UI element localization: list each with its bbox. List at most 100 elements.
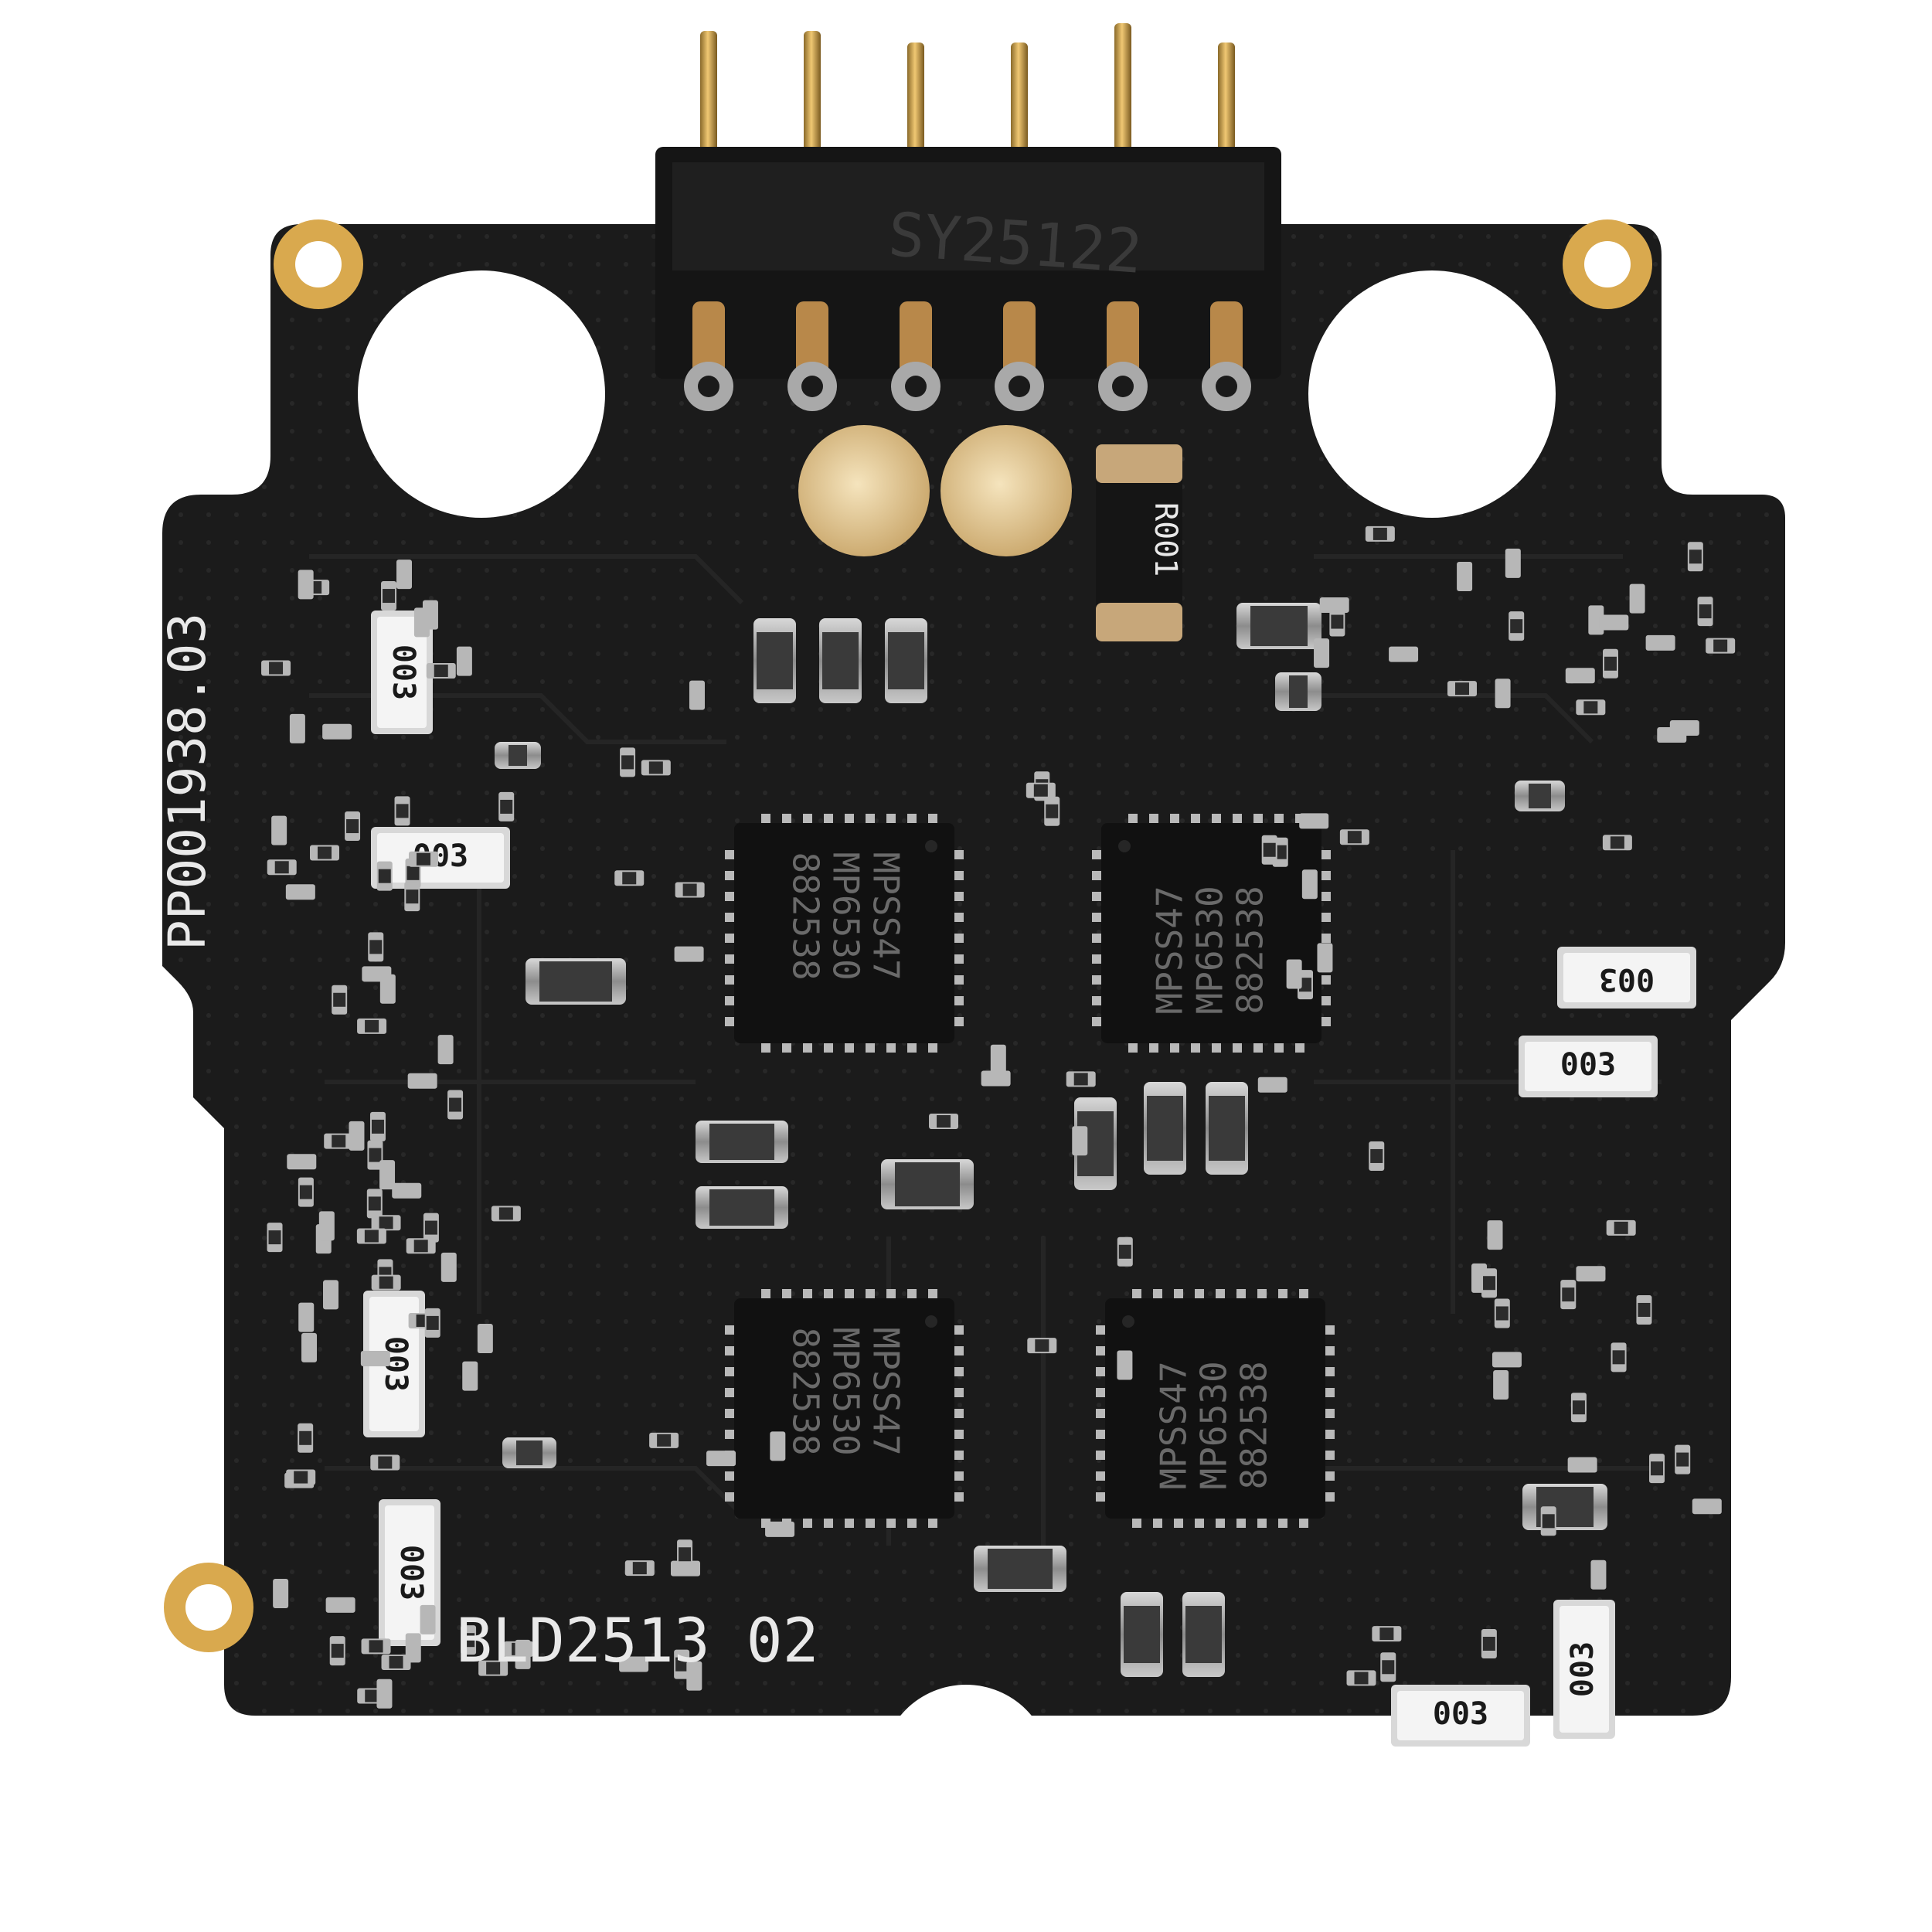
- smd-part: [273, 1578, 289, 1608]
- smd-part: [1560, 1280, 1577, 1310]
- smd-part: [990, 1044, 1006, 1074]
- ic-marking-line: 882538: [1233, 1361, 1275, 1489]
- smd-part: [345, 811, 361, 842]
- smd-part: [478, 1660, 509, 1676]
- capacitor: [696, 1186, 788, 1229]
- smd-part: [420, 1604, 436, 1634]
- smd-part: [392, 1182, 422, 1199]
- mounting-hole-bottom: [881, 1685, 1051, 1855]
- smd-part: [1314, 638, 1330, 668]
- smd-part: [1457, 561, 1473, 591]
- smd-part: [770, 1431, 786, 1461]
- smd-part: [1301, 869, 1318, 900]
- smd-part: [1602, 835, 1632, 851]
- smd-part: [285, 884, 315, 900]
- capacitor: [1144, 1082, 1186, 1175]
- smd-part: [706, 1451, 736, 1467]
- smd-part: [289, 713, 305, 743]
- smd-part: [1565, 668, 1595, 684]
- smd-part: [765, 1521, 795, 1537]
- smd-part: [1481, 1628, 1497, 1658]
- smd-part: [1567, 1457, 1597, 1473]
- ic-marking-line: 882538: [1230, 886, 1271, 1014]
- ic-marking-line: MPSS47: [1153, 1361, 1195, 1489]
- smd-part: [689, 680, 705, 710]
- shunt-resistor-marking: 003: [1565, 1641, 1600, 1697]
- test-pad-left: [798, 425, 930, 556]
- smd-part: [641, 760, 671, 776]
- smd-part: [1487, 1220, 1503, 1250]
- smd-part: [349, 1121, 365, 1151]
- capacitor: [753, 618, 796, 703]
- smd-part: [1346, 1670, 1376, 1686]
- smd-part: [381, 1654, 411, 1670]
- smd-part: [447, 1090, 464, 1120]
- shunt-resistor-marking: 003: [1433, 1696, 1488, 1732]
- capacitor: [1236, 603, 1321, 649]
- smd-part: [325, 1597, 355, 1613]
- smd-part: [1570, 1393, 1587, 1423]
- shunt-resistor-marking: 003: [393, 1545, 429, 1600]
- smd-part: [301, 1332, 318, 1362]
- smd-part: [1066, 1071, 1096, 1087]
- smd-part: [515, 1639, 531, 1669]
- part-number-label: PP001938.03: [158, 613, 217, 951]
- smd-part: [477, 1323, 493, 1353]
- smd-part: [1599, 614, 1629, 631]
- smd-part: [981, 1070, 1011, 1087]
- smd-part: [1675, 1444, 1691, 1475]
- ic-marking-line: 882538: [785, 852, 827, 981]
- smd-part: [287, 1154, 317, 1170]
- smd-part: [1299, 813, 1329, 829]
- smd-part: [461, 1625, 477, 1655]
- ic-marking-line: MPSS47: [866, 1328, 907, 1456]
- ic-marking-line: MP6530: [825, 1328, 867, 1456]
- smd-part: [406, 1238, 436, 1254]
- smd-part: [271, 815, 287, 845]
- smd-part: [332, 985, 348, 1015]
- smd-part: [1026, 782, 1056, 798]
- smd-part: [498, 791, 515, 821]
- smd-part: [376, 1679, 393, 1709]
- smd-part: [404, 882, 420, 912]
- smd-part: [1317, 943, 1333, 973]
- smd-part: [369, 1111, 386, 1141]
- shunt-resistor: 003: [1519, 1036, 1658, 1097]
- smd-part: [1117, 1236, 1133, 1267]
- ic-marking-line: MP6530: [825, 852, 867, 981]
- smd-part: [1044, 796, 1060, 826]
- smd-part: [318, 1211, 335, 1241]
- capacitor: [495, 742, 541, 769]
- smd-part: [322, 723, 352, 740]
- capacitor: [526, 958, 626, 1005]
- smd-part: [426, 662, 456, 679]
- sense-resistor-marking: R001: [1148, 502, 1183, 577]
- smd-part: [261, 660, 291, 676]
- smd-part: [674, 946, 704, 962]
- smd-part: [1329, 607, 1345, 637]
- shunt-resistor-marking: 003: [1599, 961, 1655, 997]
- smd-part: [1389, 646, 1419, 662]
- smd-part: [379, 1160, 396, 1190]
- smd-part: [1576, 1266, 1606, 1282]
- smd-part: [394, 796, 410, 826]
- smd-part: [1261, 835, 1277, 865]
- smd-part: [298, 570, 314, 600]
- smd-part: [371, 1215, 401, 1231]
- smd-part: [324, 1133, 354, 1149]
- ic-marking-line: MPSS47: [1149, 886, 1191, 1014]
- shunt-resistor-marking: 003: [1560, 1047, 1616, 1083]
- smd-part: [356, 1228, 386, 1244]
- smd-part: [1380, 1652, 1396, 1682]
- mounting-hole-left: [358, 270, 605, 518]
- smd-part: [619, 1656, 649, 1672]
- smd-part: [267, 1223, 283, 1253]
- shunt-resistor: 003: [1557, 947, 1696, 1009]
- smd-part: [649, 1432, 679, 1448]
- smd-part: [1495, 679, 1511, 709]
- ic-marking-line: MPSS47: [866, 852, 907, 981]
